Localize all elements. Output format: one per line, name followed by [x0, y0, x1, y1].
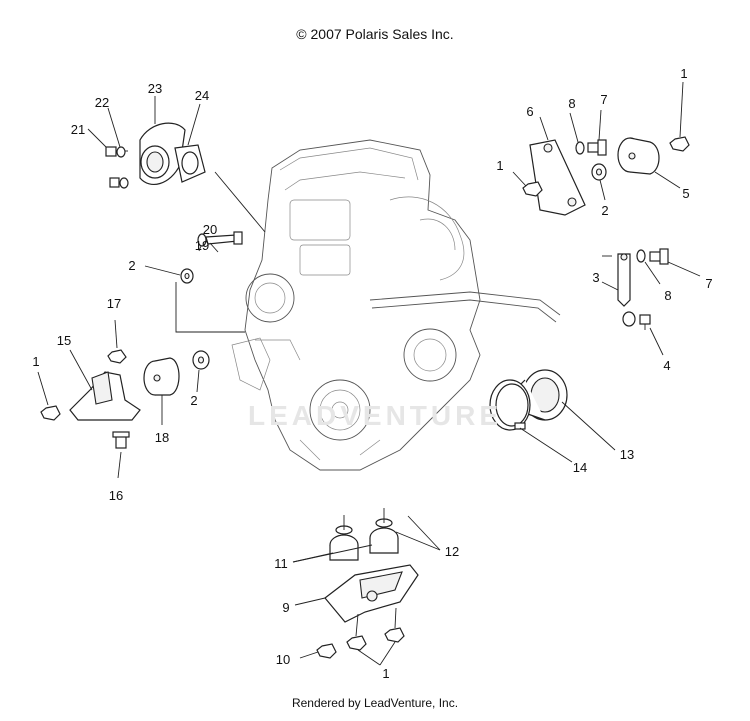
part-20-bolt	[205, 231, 243, 245]
part-1-nut-bottom-a	[346, 613, 367, 651]
part-21-lower-bolt	[109, 177, 129, 189]
engine-assembly	[231, 139, 561, 471]
callout-1-top-right: 1	[680, 66, 687, 81]
callout-14: 14	[573, 460, 587, 475]
part-14-clamp	[489, 379, 531, 431]
callout-5: 5	[682, 186, 689, 201]
watermark-logo: LEADVENTURE	[248, 400, 503, 431]
part-1-nut-left	[40, 405, 61, 421]
callout-2-left: 2	[128, 258, 135, 273]
part-5-engine-mount	[617, 137, 660, 175]
callout-1-left: 1	[32, 354, 39, 369]
callout-1-bottom: 1	[382, 666, 389, 681]
part-8-washer-lower	[636, 249, 646, 263]
part-24-gasket	[174, 144, 206, 183]
part-16-bolt	[112, 431, 130, 449]
callout-23: 23	[148, 81, 162, 96]
part-17-nut	[107, 349, 127, 364]
part-15-mount-bracket	[69, 371, 141, 421]
callout-21: 21	[71, 122, 85, 137]
callout-17: 17	[107, 296, 121, 311]
callout-18: 18	[155, 430, 169, 445]
part-1-nut-top-right	[669, 136, 690, 152]
callout-2-center: 2	[190, 393, 197, 408]
part-8-washer	[575, 141, 585, 155]
callout-8-lower: 8	[664, 288, 671, 303]
part-22-washer	[116, 146, 126, 158]
callout-10: 10	[276, 652, 290, 667]
part-9-lower-mount-plate	[324, 564, 419, 623]
callout-2-right: 2	[601, 203, 608, 218]
callout-19: 19	[195, 238, 209, 253]
callout-8-upper: 8	[568, 96, 575, 111]
part-6-bracket	[529, 139, 586, 216]
callout-11: 11	[274, 556, 288, 571]
part-7-bolt-lower	[649, 248, 669, 265]
callout-24: 24	[195, 88, 209, 103]
part-12-isolator-right	[369, 508, 399, 554]
part-23-intake-elbow	[139, 122, 186, 186]
callout-15: 15	[57, 333, 71, 348]
part-1-nut-right	[522, 181, 543, 197]
callout-16: 16	[109, 488, 123, 503]
part-2-washer-center	[192, 350, 210, 370]
part-3-ground-strap	[617, 253, 636, 327]
callout-13: 13	[620, 447, 634, 462]
footer-credit: Rendered by LeadVenture, Inc.	[291, 696, 459, 710]
callout-7-upper: 7	[600, 92, 607, 107]
part-7-bolt	[587, 139, 607, 156]
part-18-engine-mount	[143, 357, 180, 396]
callout-3: 3	[592, 270, 599, 285]
callout-1-right: 1	[496, 158, 503, 173]
part-4-bolt	[639, 314, 651, 330]
callout-6: 6	[526, 104, 533, 119]
part-1-nut-bottom-b	[384, 607, 405, 643]
callout-9: 9	[282, 600, 289, 615]
part-19-washer	[197, 233, 207, 247]
callout-4: 4	[663, 358, 670, 373]
callout-7-lower: 7	[705, 276, 712, 291]
part-2-washer-right	[591, 163, 607, 181]
callout-12: 12	[445, 544, 459, 559]
part-10-nut	[316, 643, 337, 659]
part-2-washer-left	[180, 268, 194, 284]
callout-20: 20	[203, 222, 217, 237]
copyright-text: © 2007 Polaris Sales Inc.	[296, 26, 454, 42]
callout-22: 22	[95, 95, 109, 110]
part-11-isolator-left	[329, 515, 359, 561]
